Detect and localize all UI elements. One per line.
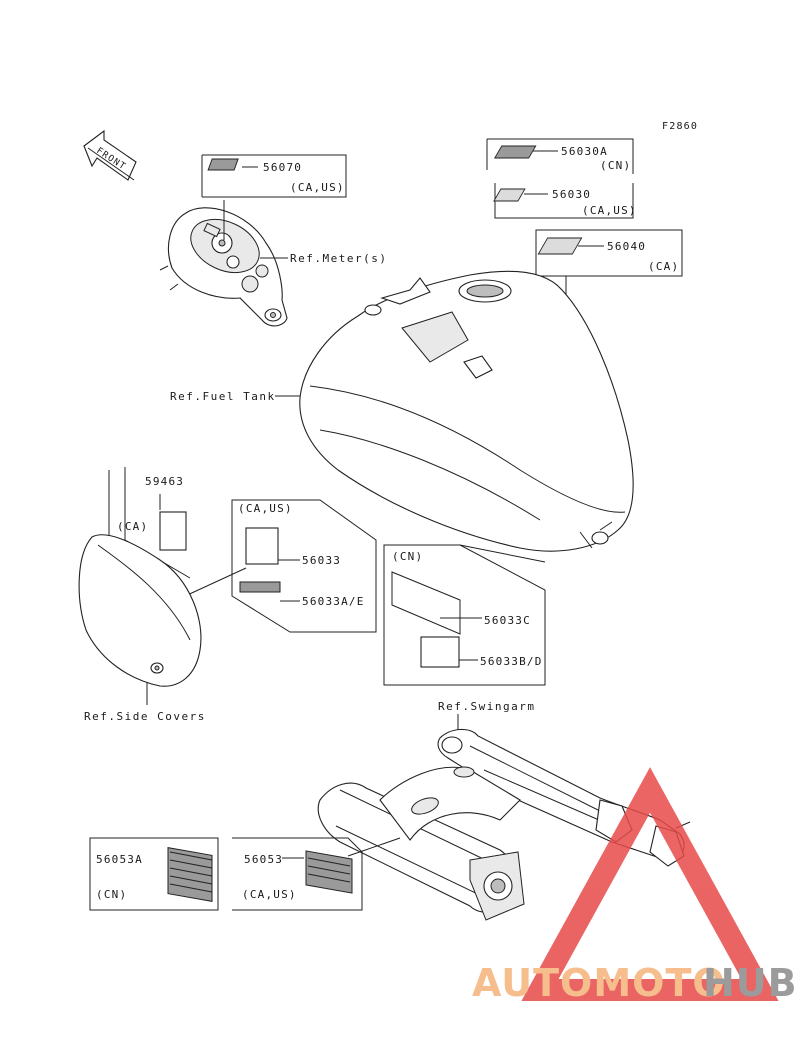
part-number-56030A: 56030A xyxy=(561,145,608,158)
front-arrow-icon: FRONT xyxy=(83,129,137,181)
decal-56033 xyxy=(245,527,279,565)
decal-56030 xyxy=(493,188,526,202)
part-number-56033AE: 56033A/E xyxy=(302,595,365,608)
region-56030: (CA,US) xyxy=(582,204,637,217)
watermark-text-hub: HUB xyxy=(703,961,798,1005)
automotohub-watermark: AUTOMOTO HUB xyxy=(472,767,798,1005)
part-number-59463: 59463 xyxy=(145,475,184,488)
region-56053: (CA,US) xyxy=(242,888,297,901)
part-number-56033BD: 56033B/D xyxy=(480,655,543,668)
decal-56033BD xyxy=(420,636,460,668)
side-cover-illustration xyxy=(78,534,202,687)
region-56040: (CA) xyxy=(648,260,679,273)
region-56033: (CA,US) xyxy=(238,502,293,515)
part-number-56040: 56040 xyxy=(607,240,646,253)
part-number-56030: 56030 xyxy=(552,188,591,201)
ref-side-covers: Ref.Side Covers xyxy=(84,710,206,723)
fuel-tank-illustration xyxy=(299,270,634,552)
part-number-56070: 56070 xyxy=(263,161,302,174)
region-59463: (CA) xyxy=(117,520,148,533)
decal-56033AE xyxy=(239,581,281,593)
decal-56053A xyxy=(167,847,213,902)
part-number-56033C: 56033C xyxy=(484,614,531,627)
ref-fuel-tank: Ref.Fuel Tank xyxy=(170,390,276,403)
part-number-56053A: 56053A xyxy=(96,853,143,866)
decal-56053 xyxy=(305,850,353,894)
part-number-56033: 56033 xyxy=(302,554,341,567)
region-56033C: (CN) xyxy=(392,550,423,563)
region-56030A: (CN) xyxy=(600,159,631,172)
decal-56030A xyxy=(493,145,537,159)
decal-56040 xyxy=(537,237,583,255)
watermark-text-automoto: AUTOMOTO xyxy=(472,961,726,1005)
figure-code: F2860 xyxy=(662,121,698,132)
decal-59463 xyxy=(159,511,187,551)
ref-meter: Ref.Meter(s) xyxy=(290,252,387,265)
region-56053A: (CN) xyxy=(96,888,127,901)
ref-swingarm: Ref.Swingarm xyxy=(438,700,535,713)
decal-56070 xyxy=(207,158,239,171)
meter-illustration xyxy=(159,207,288,327)
region-56070: (CA,US) xyxy=(290,181,345,194)
part-number-56053: 56053 xyxy=(244,853,283,866)
